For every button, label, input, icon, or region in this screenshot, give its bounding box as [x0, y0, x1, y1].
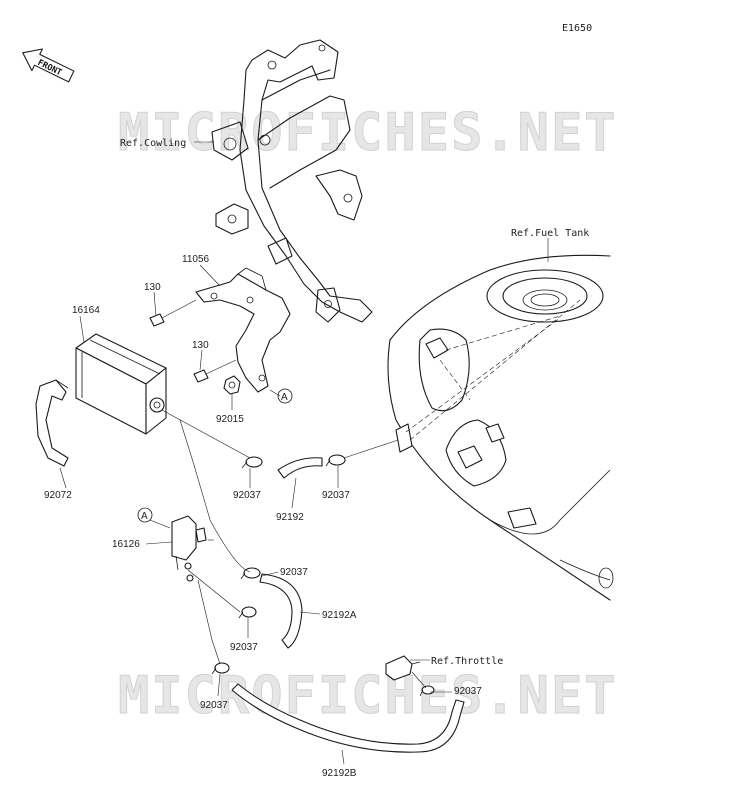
throttle-fitting — [385, 655, 421, 681]
marker-a-2-text: A — [141, 511, 148, 522]
hose-92192 — [277, 457, 323, 479]
label-92015: 92015 — [216, 414, 244, 425]
label-92037-a: 92037 — [233, 490, 261, 501]
bolt-130-a — [149, 299, 197, 327]
label-16164: 16164 — [72, 305, 100, 316]
marker-a-1-text: A — [281, 392, 288, 403]
nut-92015 — [223, 375, 241, 395]
hose-92192B — [231, 683, 465, 753]
label-130-a: 130 — [144, 282, 161, 293]
label-92192B: 92192B — [322, 768, 357, 779]
clamp-92037-a — [241, 456, 263, 469]
label-92037-b: 92037 — [322, 490, 350, 501]
strap-92072 — [35, 379, 69, 467]
label-92037-f: 92037 — [454, 686, 482, 697]
bracket-11056 — [195, 267, 291, 393]
bolt-130-b — [193, 359, 237, 383]
label-16126: 16126 — [112, 539, 140, 550]
watermark-top: MICROFICHES.NET — [118, 103, 618, 163]
frame-bracket-assembly — [211, 39, 373, 323]
valve-16126 — [171, 515, 207, 582]
ref-throttle-label: Ref.Throttle — [431, 656, 503, 667]
hose-92192A — [259, 573, 303, 649]
label-11056: 11056 — [182, 254, 210, 265]
ref-cowling-label: Ref.Cowling — [120, 138, 186, 149]
clamp-92037-e — [211, 662, 230, 675]
label-92072: 92072 — [44, 490, 72, 501]
connection-leaders — [161, 409, 427, 689]
label-92037-e: 92037 — [200, 700, 228, 711]
marker-a-1: A — [277, 388, 293, 404]
ref-fuel-tank-label: Ref.Fuel Tank — [511, 228, 589, 239]
label-leaders — [59, 141, 549, 765]
clamp-92037-d — [238, 606, 257, 619]
fuel-tank — [387, 254, 614, 601]
label-92037-c: 92037 — [280, 567, 308, 578]
clamp-92037-c — [240, 567, 261, 580]
label-92037-d: 92037 — [230, 642, 258, 653]
watermark-bottom: MICROFICHES.NET — [118, 666, 618, 726]
marker-a-2: A — [137, 507, 153, 523]
diagram-code: E1650 — [562, 23, 592, 34]
label-92192: 92192 — [276, 512, 304, 523]
label-92192A: 92192A — [322, 610, 357, 621]
clamp-92037-b — [325, 454, 346, 467]
front-arrow-icon: FRONT — [22, 48, 75, 83]
label-130-b: 130 — [192, 340, 209, 351]
canister-16164 — [75, 333, 167, 435]
